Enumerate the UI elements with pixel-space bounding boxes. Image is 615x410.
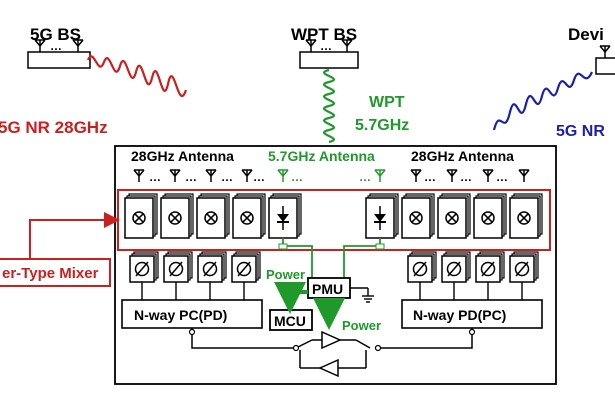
label-28ghz-antenna-left: 28GHz Antenna [131, 148, 234, 164]
svg-text:…: … [496, 170, 508, 184]
antenna-wpt-left: … [277, 169, 303, 184]
svg-text:…: … [460, 170, 472, 184]
bs-5g-dots: … [50, 39, 62, 53]
pmu-block: PMU [307, 277, 374, 303]
antenna-wpt-right: … [359, 169, 386, 184]
svg-text:…: … [359, 170, 371, 184]
device: Devi [568, 25, 615, 75]
phase-shifter-row-right [407, 251, 539, 283]
label-28ghz-antenna-right: 28GHz Antenna [411, 148, 514, 164]
mcu-label: MCU [274, 313, 306, 329]
antenna-array-right: … … … [410, 169, 530, 184]
svg-text:…: … [185, 170, 197, 184]
chip-outline [114, 145, 557, 385]
label-power-left: Power [266, 267, 305, 282]
label-power-right: Power [342, 318, 381, 333]
antenna-array-left: … … … … [133, 169, 265, 184]
svg-text:…: … [424, 170, 436, 184]
wave-5g-nr-blue [492, 71, 594, 131]
power-arrow-mcu [274, 282, 308, 314]
combiner-right: N-way PD(PC) [401, 299, 543, 329]
mixer-callout-label: er-Type Mixer [2, 265, 99, 282]
wave-wpt-green [323, 68, 335, 144]
combiner-right-label: N-way PD(PC) [413, 307, 506, 323]
device-label: Devi [568, 25, 604, 44]
label-5-7ghz-antenna: 5.7GHz Antenna [268, 148, 375, 164]
label-5g-nr-28ghz: 5G NR 28GHz [0, 118, 108, 137]
svg-text:…: … [291, 170, 303, 184]
mixer-row-left [124, 193, 302, 239]
combiner-left: N-way PC(PD) [121, 299, 263, 329]
svg-text:…: … [149, 170, 161, 184]
bs-5g: 5G BS … [27, 25, 91, 69]
label-wpt-freq: 5.7GHz [355, 117, 409, 134]
amplifier-section [191, 328, 473, 378]
bs-wpt: WPT BS … [291, 25, 359, 69]
label-wpt: WPT [369, 94, 405, 111]
mcu-block: MCU [269, 309, 313, 331]
wave-5g-nr-red [86, 55, 188, 98]
mixer-callout: er-Type Mixer [0, 212, 120, 287]
mixer-row-right [365, 193, 543, 239]
bs-wpt-dots: … [320, 39, 332, 53]
phase-shifter-row-left [129, 251, 261, 283]
pmu-label: PMU [312, 281, 343, 297]
svg-text:…: … [253, 170, 265, 184]
label-5g-nr-right: 5G NR [556, 123, 605, 140]
svg-text:…: … [221, 170, 233, 184]
combiner-left-label: N-way PC(PD) [134, 307, 227, 323]
